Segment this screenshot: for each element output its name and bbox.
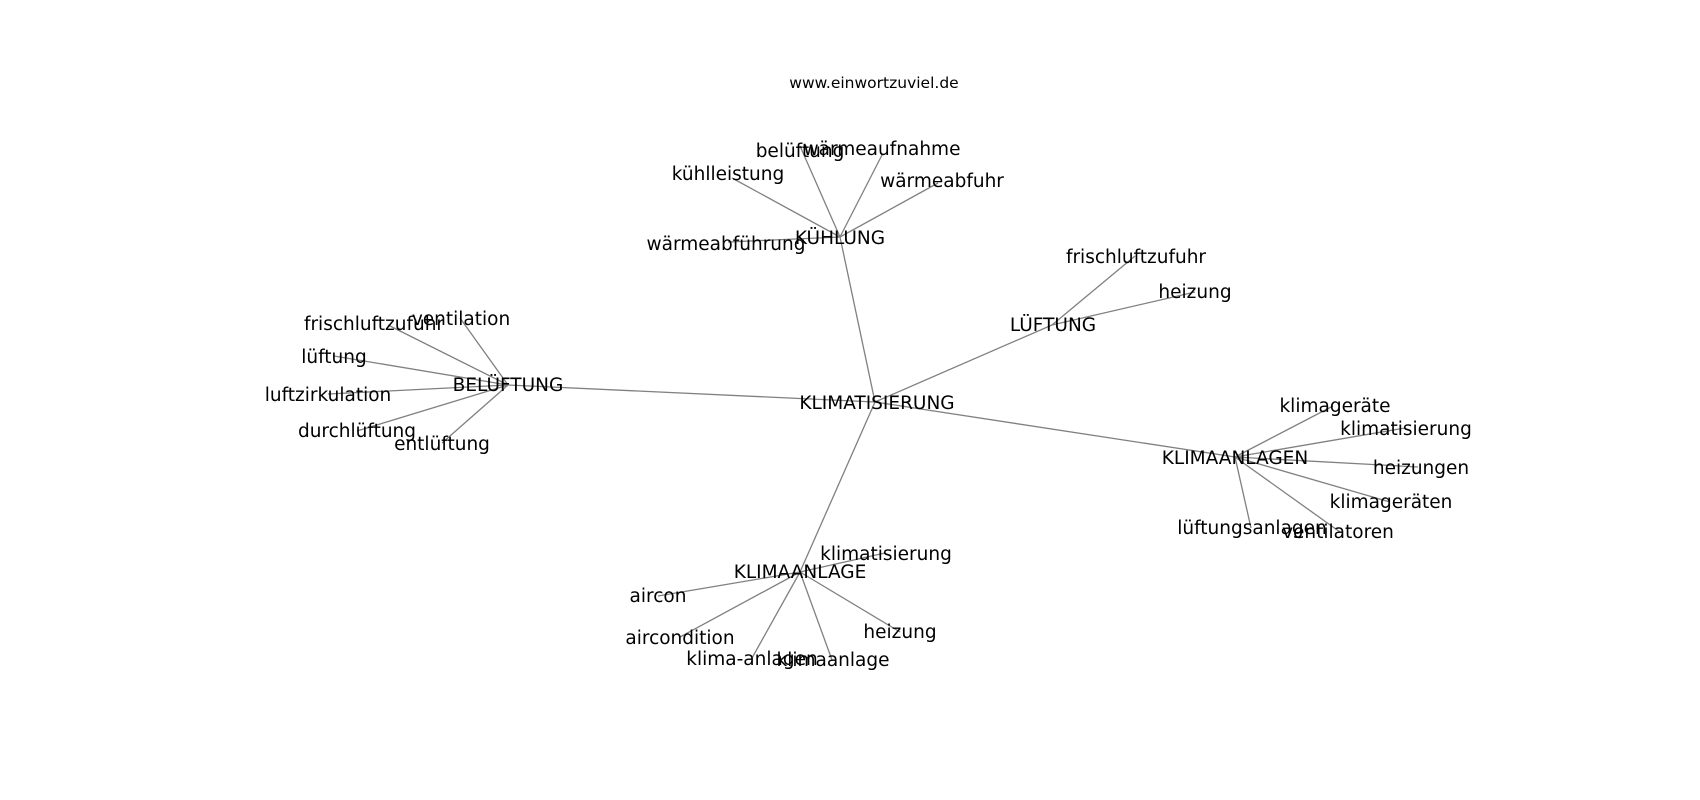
hub-label-klimaanlagen: KLIMAANLAGEN [1162,448,1308,469]
edge-center-kuehlung [839,236,876,403]
edge-kuehlung-waermeabfuehrung [727,236,841,243]
leaf-label: ventilatoren [1282,522,1394,543]
edge-klimaanlagen-klimatisierung [1234,427,1406,458]
leaf-label: heizung [1158,282,1231,303]
leaf-label: klimageräte [1279,396,1390,417]
edge-klimaanlagen-ventilatoren [1234,456,1341,533]
edge-belueftung-lueftung [333,355,509,386]
leaf-label: luftzirkulation [265,385,392,406]
hub-label-klimaanlage: KLIMAANLAGE [734,562,867,583]
edge-klimaanlage-aircon [657,571,801,597]
edge-belueftung-durchlueftung [356,384,509,432]
leaf-label: entlüftung [394,434,490,455]
edge-center-belueftung [507,384,876,403]
edge-klimaanlage-klimatisierung [799,552,886,573]
edge-belueftung-entlueftung [441,384,509,444]
edge-belueftung-frischluftzufuhr [387,324,509,386]
edge-belueftung-ventilation [459,317,509,386]
leaf-label: frischluftzufuhr [1066,247,1206,268]
edge-lueftung-frischluftzufuhr [1051,255,1136,326]
edge-center-klimaanlagen [874,401,1236,458]
edge-klimaanlagen-heizungen [1234,456,1419,468]
center-node-label: KLIMATISIERUNG [799,393,954,414]
labels: www.einwortzuviel.de KLIMATISIERUNG KÜHL… [265,74,1472,671]
leaf-label: frischluftzufuhr [304,314,444,335]
leaf-label: klimageräten [1330,492,1453,513]
leaf-label: aircondition [625,628,734,649]
edge-kuehlung-belueftung [799,145,841,238]
leaf-label: wärmeabfuhr [880,171,1004,192]
edge-kuehlung-waermeaufnahme [839,154,883,238]
edge-lueftung-heizung [1051,291,1196,326]
leaf-label: heizungen [1373,458,1469,479]
edge-klimaanlagen-klimageraete [1234,405,1334,458]
edge-kuehlung-kuehlleistung [731,177,841,238]
edge-klimaanlage-klima-anlagen [751,571,801,659]
edge-center-klimaanlage [799,401,876,573]
edge-klimaanlage-klimaanlage [799,571,833,661]
leaf-label: klimatisierung [1340,419,1472,440]
edge-klimaanlage-heizung [799,571,901,633]
hub-label-kuehlung: KÜHLUNG [795,227,885,249]
leaf-label: lüftung [301,347,367,368]
leaf-label: kühlleistung [672,164,784,185]
leaf-label: wärmeaufnahme [804,139,961,160]
leaf-label: heizung [863,622,936,643]
edge-center-lueftung [874,324,1053,403]
leaf-label: lüftungsanlagen [1177,518,1327,539]
leaf-label: belüftung [756,141,845,162]
edge-klimaanlagen-klimageraeten [1234,456,1391,503]
edge-klimaanlage-aircondition [679,571,801,638]
leaf-label: ventilation [412,309,510,330]
source-url: www.einwortzuviel.de [789,74,958,92]
leaf-label: aircon [630,586,687,607]
edge-belueftung-luftzirkulation [327,384,509,395]
edge-klimaanlagen-lueftungsanlagen [1234,456,1252,529]
edges [327,145,1419,661]
leaf-label: wärmeabführung [647,234,806,255]
hub-label-belueftung: BELÜFTUNG [453,374,564,396]
leaf-label: klimaanlage [776,650,889,671]
hub-label-lueftung: LÜFTUNG [1010,314,1096,336]
leaf-label: klima-anlagen [686,649,817,670]
edge-kuehlung-waermeabfuhr [839,182,939,238]
leaf-label: klimatisierung [820,544,952,565]
leaf-label: durchlüftung [298,421,416,442]
